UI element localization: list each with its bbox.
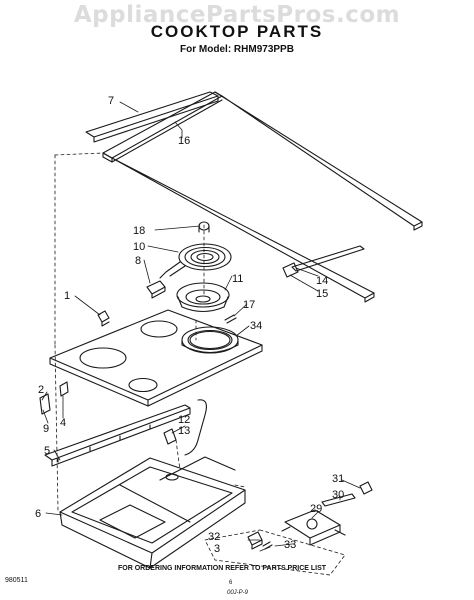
part-30-bracket [321,493,356,507]
footer-page-number: 6 [229,580,233,586]
callout-14: 14 [316,275,328,287]
callout-13: 13 [178,425,190,437]
part-5-channel [44,404,191,467]
model-line: For Model: RHM973PPB [180,44,294,55]
part-6-burner-box [59,456,246,569]
callout-15: 15 [316,288,328,300]
callout-18: 18 [133,225,145,237]
callout-1: 1 [64,290,70,302]
footer-code: 980511 [5,577,28,584]
callout-labels: 7 16 18 10 8 11 17 34 1 14 15 2 4 9 5 12… [35,95,344,555]
callout-32: 32 [208,531,220,543]
callout-6: 6 [35,508,41,520]
part-13-bracket [163,428,177,445]
alignment-lines [54,152,346,576]
callout-7: 7 [108,95,114,107]
page-title: COOKTOP PARTS [150,22,324,41]
part-4-bracket [59,381,69,397]
callout-31: 31 [332,473,344,485]
footer-handwritten-code: 00J-P-9 [227,590,249,596]
part-1-bracket [97,310,110,327]
part-8-terminal-block [146,280,166,299]
callout-5: 5 [44,445,50,457]
part-7-rear-trim [85,91,219,143]
callout-29: 29 [310,503,322,515]
footer-ordering-note: FOR ORDERING INFORMATION REFER TO PARTS … [118,565,327,572]
part-32-terminal [247,531,263,550]
callout-4: 4 [60,417,66,429]
part-14-side-trim [282,245,365,278]
part-34-trim-ring [181,326,239,354]
part-29-infinite-switch [281,509,346,546]
callout-8: 8 [135,255,141,267]
part-17-screw [224,314,237,324]
part-31-clip [359,481,373,495]
part-12-wire [184,399,207,456]
site-watermark: AppliancePartsPros.com [73,2,401,28]
part-16-cooktop-frame [102,91,423,303]
callout-17: 17 [243,299,255,311]
callout-11: 11 [232,273,243,285]
callout-33: 33 [284,539,296,551]
part-2-clip [39,393,51,415]
callout-16: 16 [178,135,190,147]
callout-34: 34 [250,320,262,332]
callout-2: 2 [38,384,44,396]
callout-12: 12 [178,414,190,426]
callout-30: 30 [332,489,344,501]
cooktop-panel [49,309,263,407]
part-10-surface-element [159,243,232,279]
callout-9: 9 [43,423,49,435]
callout-10: 10 [133,241,145,253]
leader-lines [41,101,361,552]
callout-3: 3 [214,543,220,555]
part-11-drip-bowl [176,282,230,313]
